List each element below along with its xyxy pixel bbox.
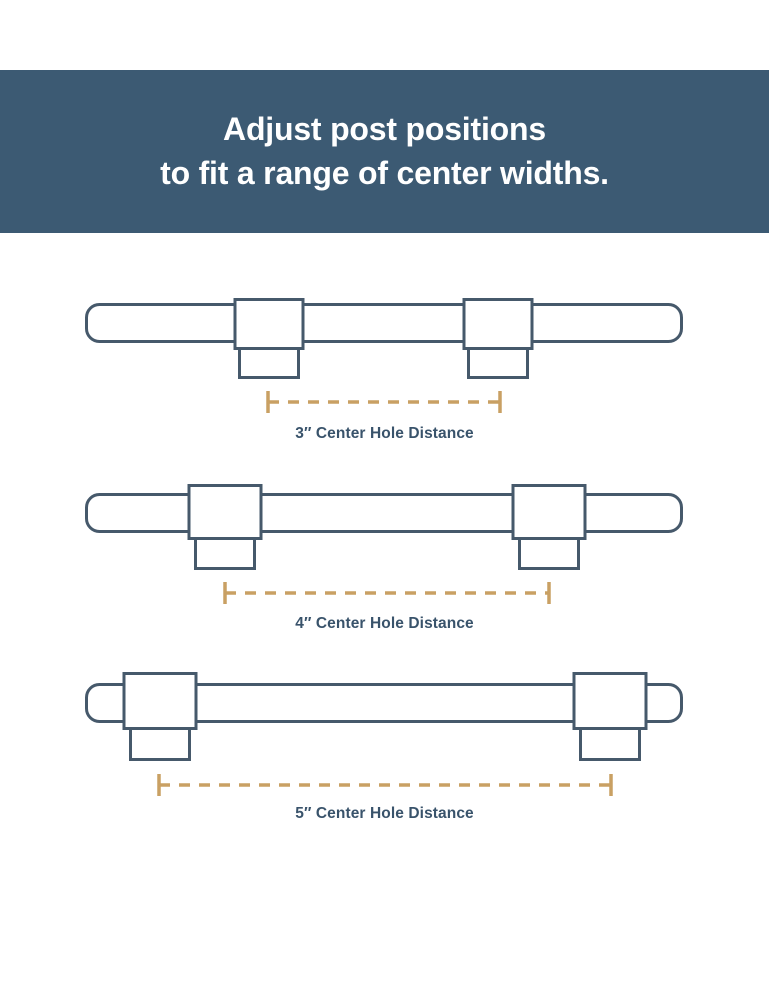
- handle-bar: [85, 303, 683, 343]
- handle-diagram-5in: 5″ Center Hole Distance: [0, 635, 769, 822]
- handle-drawing-4in: [85, 484, 683, 604]
- post-foot-2: [518, 537, 580, 570]
- dimension-line: [266, 391, 502, 413]
- handle-bar: [85, 683, 683, 723]
- handle-diagram-3in: 3″ Center Hole Distance: [0, 255, 769, 442]
- post-1: [187, 484, 263, 540]
- header-banner: Adjust post positions to fit a range of …: [0, 70, 769, 233]
- post-2: [572, 672, 648, 730]
- dimension-line: [157, 774, 613, 796]
- post-foot-1: [129, 727, 191, 761]
- post-foot-1: [194, 537, 256, 570]
- post-foot-2: [467, 347, 529, 379]
- dimension-label-4in: 4″ Center Hole Distance: [295, 615, 474, 632]
- post-foot-2: [579, 727, 641, 761]
- dimension-line: [223, 582, 551, 604]
- dimension-label-5in: 5″ Center Hole Distance: [295, 805, 474, 822]
- post-foot-1: [238, 347, 300, 379]
- page-title: Adjust post positions to fit a range of …: [160, 111, 609, 191]
- handle-drawing-5in: [85, 672, 683, 796]
- post-2: [511, 484, 587, 540]
- post-1: [233, 298, 305, 350]
- dimension-label-3in: 3″ Center Hole Distance: [295, 425, 474, 442]
- handle-diagram-4in: 4″ Center Hole Distance: [0, 445, 769, 632]
- post-1: [122, 672, 198, 730]
- handle-bar: [85, 493, 683, 533]
- handle-drawing-3in: [85, 298, 683, 413]
- diagram-area: 3″ Center Hole Distance 4″ Center Hole D…: [0, 233, 769, 1000]
- post-2: [462, 298, 534, 350]
